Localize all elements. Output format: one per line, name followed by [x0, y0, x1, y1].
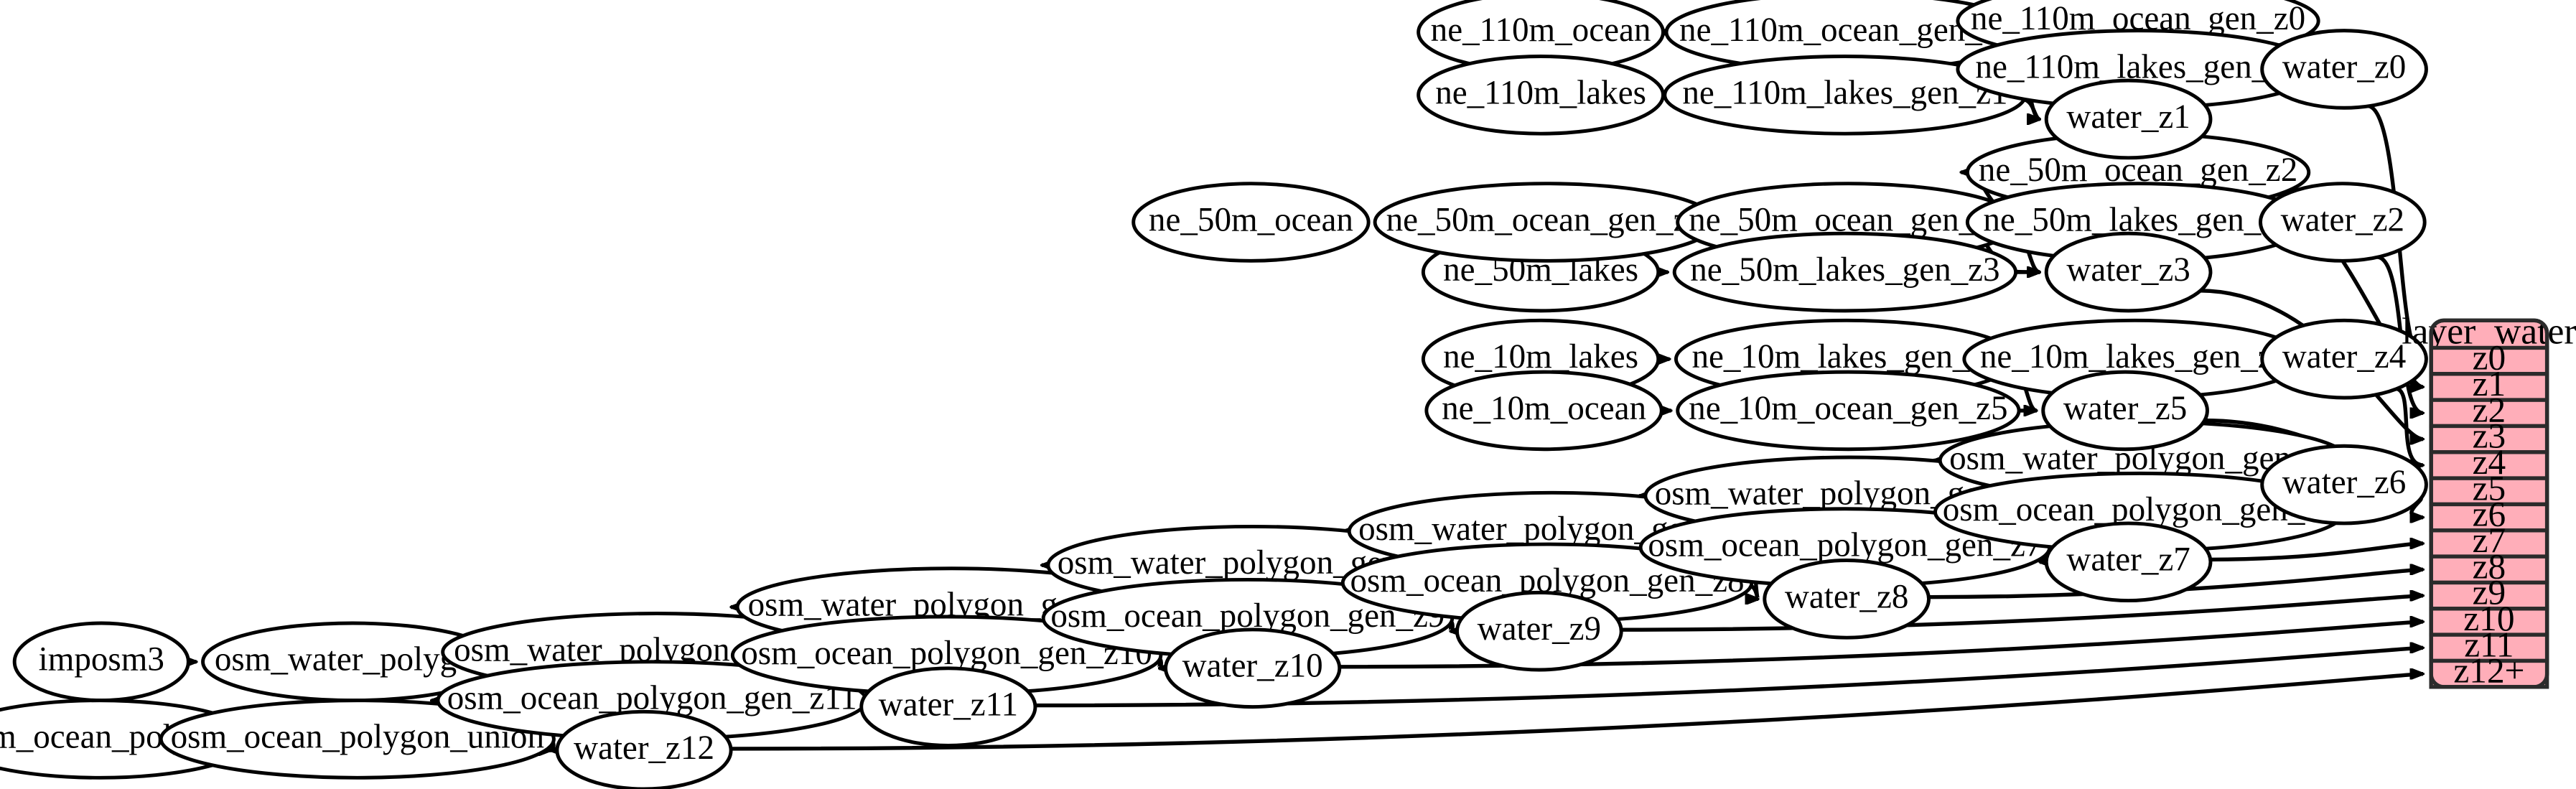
node-ellipse-water_z10 — [1164, 627, 1342, 709]
node-label-ne_10m_ocean: ne_10m_ocean — [1442, 390, 1646, 427]
layer-water-row-label-z9: z9 — [2473, 573, 2506, 612]
node-label-ne_110m_lakes: ne_110m_lakes — [1435, 74, 1646, 111]
layer-water-row-label-z7: z7 — [2473, 520, 2506, 560]
node-water_z8[interactable]: water_z8 — [1763, 559, 1931, 640]
node-label-water_z5: water_z5 — [2063, 390, 2188, 427]
layer-water-row-label-z5: z5 — [2473, 468, 2506, 508]
node-label-ne_10m_lakes: ne_10m_lakes — [1443, 338, 1638, 375]
node-ellipse-water_z1 — [2044, 78, 2213, 160]
node-label-ne_110m_ocean: ne_110m_ocean — [1431, 11, 1651, 49]
node-ellipse-water_z5 — [2041, 370, 2209, 452]
node-label-water_z12: water_z12 — [574, 729, 714, 767]
node-label-ne_50m_ocean: ne_50m_ocean — [1149, 201, 1353, 238]
edge-water_z12-to-layer_water-z12+ — [729, 674, 2423, 751]
node-ellipse-water_z6 — [2260, 444, 2428, 526]
layer-water-row-label-z0: z0 — [2473, 338, 2506, 378]
edge-water_z8-to-layer_water-z8 — [1928, 569, 2423, 599]
node-label-water_z4: water_z4 — [2282, 338, 2407, 375]
node-ellipse-water_z12 — [555, 709, 733, 789]
node-label-water_z3: water_z3 — [2066, 251, 2190, 289]
node-ellipse-ne_10m_ocean — [1424, 370, 1663, 452]
node-ellipse-water_z7 — [2044, 521, 2213, 603]
node-ne_110m_ocean_gen_z1[interactable]: ne_110m_ocean_gen_z1 — [1664, 0, 2029, 73]
node-ellipse-ne_10m_ocean_gen_z5 — [1676, 370, 2021, 452]
layer-water-row-label-z1: z1 — [2473, 364, 2506, 403]
layer-water-row-label-z2: z2 — [2473, 390, 2506, 429]
edge-water_z10-to-layer_water-z10 — [1338, 622, 2423, 669]
node-label-water_z11: water_z11 — [879, 686, 1018, 724]
node-ellipse-water_z9 — [1455, 590, 1623, 672]
node-water_z6[interactable]: water_z6 — [2260, 444, 2428, 526]
node-label-imposm3: imposm3 — [39, 641, 164, 678]
node-label-ne_50m_ocean_gen_z4: ne_50m_ocean_gen_z4 — [1386, 201, 1705, 238]
edge-water_z4-to-layer_water-z4 — [2395, 386, 2423, 465]
node-water_z7[interactable]: water_z7 — [2044, 521, 2213, 603]
node-ellipse-water_z4 — [2260, 318, 2428, 400]
node-label-ne_10m_ocean_gen_z5: ne_10m_ocean_gen_z5 — [1689, 390, 2007, 427]
node-label-water_z2: water_z2 — [2281, 201, 2405, 238]
node-ellipse-water_z11 — [859, 666, 1037, 747]
node-imposm3[interactable]: imposm3 — [12, 621, 190, 703]
node-ne_50m_ocean[interactable]: ne_50m_ocean — [1131, 182, 1371, 263]
layer-water-table: layer_waterz0z1z2z3z4z5z6z7z8z9z10z11z12… — [2402, 311, 2576, 690]
node-ne_110m_lakes_gen_z0[interactable]: ne_110m_lakes_gen_z0 — [1956, 29, 2320, 110]
node-water_z4[interactable]: water_z4 — [2260, 318, 2428, 400]
node-ne_110m_lakes_gen_z1[interactable]: ne_110m_lakes_gen_z1 — [1663, 55, 2027, 136]
layer-water-row-label-z6: z6 — [2473, 495, 2506, 534]
node-water_z11[interactable]: water_z11 — [859, 666, 1037, 747]
node-ne_50m_ocean_gen_z4[interactable]: ne_50m_ocean_gen_z4 — [1373, 182, 1718, 263]
node-osm_ocean_polygon_gen_z10[interactable]: osm_ocean_polygon_gen_z10 — [730, 615, 1163, 696]
node-water_z0[interactable]: water_z0 — [2260, 29, 2428, 110]
node-water_z3[interactable]: water_z3 — [2044, 231, 2213, 313]
node-label-water_z7: water_z7 — [2066, 541, 2190, 579]
node-label-ne_10m_lakes_gen_z4: ne_10m_lakes_gen_z4 — [1980, 338, 2290, 375]
node-ellipse-ne_50m_lakes_gen_z3 — [1672, 231, 2018, 313]
edge-water_z9-to-layer_water-z9 — [1620, 596, 2423, 632]
node-water_z1[interactable]: water_z1 — [2044, 78, 2213, 160]
layer-water-row-label-z4: z4 — [2473, 442, 2506, 482]
node-label-ne_110m_lakes_gen_z1: ne_110m_lakes_gen_z1 — [1682, 74, 2007, 111]
node-water_z5[interactable]: water_z5 — [2041, 370, 2209, 452]
node-layer: imposm3osm_water_polygonosm_ocean_polygo… — [0, 0, 2428, 789]
node-ellipse-water_z3 — [2044, 231, 2213, 313]
edge-water_z7-to-layer_water-z7 — [2209, 543, 2423, 562]
node-ne_50m_lakes_gen_z3[interactable]: ne_50m_lakes_gen_z3 — [1672, 231, 2018, 313]
node-label-water_z1: water_z1 — [2066, 98, 2190, 136]
layer-water-row-label-z8: z8 — [2473, 546, 2506, 586]
node-label-water_z9: water_z9 — [1478, 610, 1602, 648]
node-label-water_z6: water_z6 — [2282, 464, 2407, 501]
node-label-water_z0: water_z0 — [2282, 48, 2407, 85]
node-water_z12[interactable]: water_z12 — [555, 709, 733, 789]
node-water_z9[interactable]: water_z9 — [1455, 590, 1623, 672]
node-ne_10m_ocean_gen_z5[interactable]: ne_10m_ocean_gen_z5 — [1676, 370, 2021, 452]
node-label-ne_50m_lakes_gen_z3: ne_50m_lakes_gen_z3 — [1690, 251, 1999, 289]
layer-water-row-label-z3: z3 — [2473, 416, 2506, 456]
layer-water-row-label-z12+: z12+ — [2453, 651, 2524, 691]
node-ne_110m_lakes[interactable]: ne_110m_lakes — [1417, 55, 1665, 136]
node-osm_ocean_polygon_gen_z11[interactable]: osm_ocean_polygon_gen_z11 — [436, 660, 868, 741]
layer-water-table-border — [2429, 318, 2549, 689]
node-ne_110m_ocean[interactable]: ne_110m_ocean — [1417, 0, 1665, 73]
node-ellipse-osm_ocean_polygon_union — [159, 699, 556, 780]
node-label-water_z10: water_z10 — [1182, 648, 1323, 685]
node-ellipse-water_z2 — [2259, 182, 2427, 263]
node-label-ne_10m_lakes_gen_z5: ne_10m_lakes_gen_z5 — [1691, 338, 2001, 375]
edge-water_z11-to-layer_water-z11 — [1034, 648, 2423, 708]
layer-water-row-label-z10: z10 — [2463, 599, 2514, 638]
node-ne_10m_lakes_gen_z4[interactable]: ne_10m_lakes_gen_z4 — [1962, 318, 2307, 400]
node-ellipse-water_z0 — [2260, 29, 2428, 110]
node-water_z2[interactable]: water_z2 — [2259, 182, 2427, 263]
node-ellipse-ne_50m_ocean — [1131, 182, 1371, 263]
node-ne_10m_ocean[interactable]: ne_10m_ocean — [1424, 370, 1663, 452]
node-osm_ocean_polygon_union[interactable]: osm_ocean_polygon_union — [159, 699, 556, 780]
layer-water-row-label-z11: z11 — [2464, 625, 2514, 664]
node-water_z10[interactable]: water_z10 — [1164, 627, 1342, 709]
node-label-water_z8: water_z8 — [1785, 578, 1909, 615]
node-ellipse-water_z8 — [1763, 559, 1931, 640]
